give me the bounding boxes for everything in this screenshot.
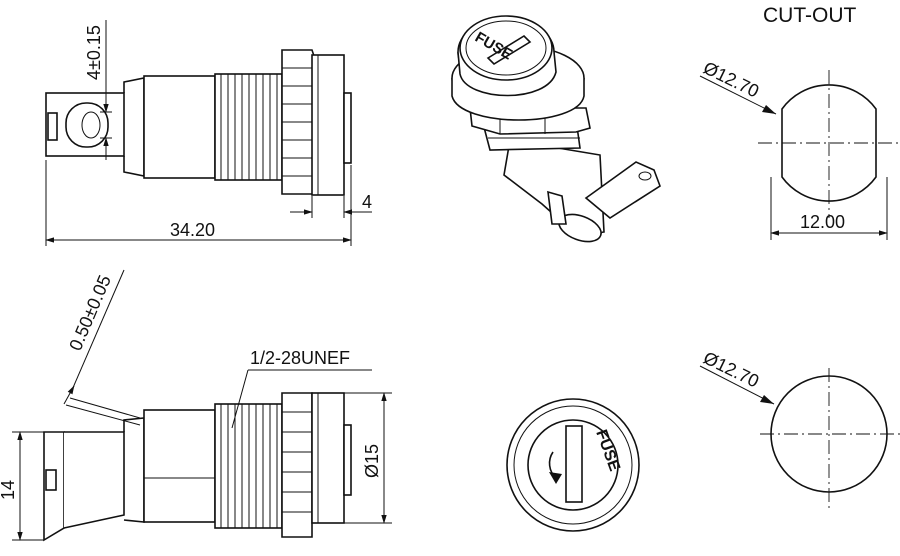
side-view-bottom: 0.50±0.05 1/2-28UNEF Ø15 14 xyxy=(0,269,392,542)
dim-length-label: 34.20 xyxy=(170,220,215,240)
isometric-view: FUSE xyxy=(451,15,661,243)
cutout-section: CUT-OUT Ø12.70 12.00 Ø12.70 xyxy=(699,4,900,512)
dim-thread-label: 1/2-28UNEF xyxy=(250,348,350,368)
dim-height-label: 14 xyxy=(0,480,18,500)
front-view: FUSE xyxy=(506,398,640,532)
cut-dia-top-label: Ø12.70 xyxy=(700,58,762,102)
dim-slot-label: 4±0.15 xyxy=(84,25,104,80)
side-view-top: 4±0.15 4 34.20 xyxy=(45,20,372,246)
cut-width-label: 12.00 xyxy=(800,212,845,232)
dim-tol-label: 0.50±0.05 xyxy=(65,272,115,353)
cutout-title: CUT-OUT xyxy=(763,4,856,27)
dim-dia15-label: Ø15 xyxy=(362,444,382,478)
dim-panel-label: 4 xyxy=(362,192,372,212)
cut-dia-bottom-label: Ø12.70 xyxy=(700,348,762,392)
